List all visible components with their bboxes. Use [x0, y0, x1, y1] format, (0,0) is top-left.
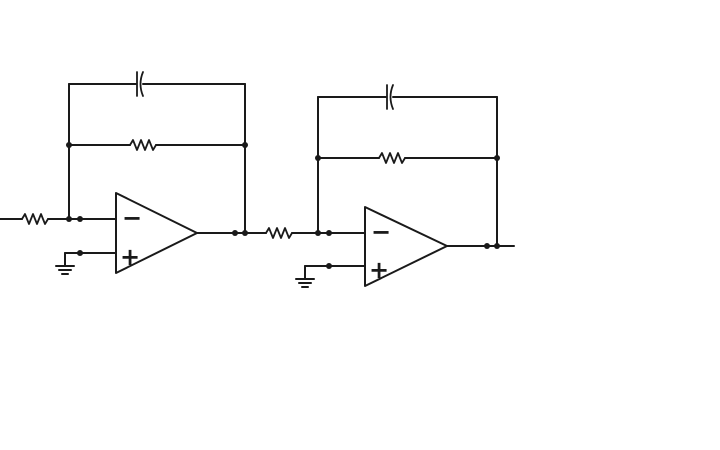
junction-dot [242, 142, 248, 148]
stage-2: − + [265, 84, 515, 288]
junction-dot [315, 155, 321, 161]
feedback-resistor-1 [129, 139, 157, 151]
junction-dot [494, 155, 500, 161]
junction-dot [326, 263, 332, 269]
feedback-capacitor-1 [136, 71, 144, 97]
junction-dot [77, 250, 83, 256]
op-amp-2 [364, 206, 448, 287]
junction-dot [242, 230, 248, 236]
junction-dot [326, 230, 332, 236]
noninverting-sign-2: + [369, 256, 389, 284]
inverting-sign-2: − [371, 218, 391, 246]
junction-dot [494, 243, 500, 249]
junction-dot [66, 142, 72, 148]
junction-dot [315, 230, 321, 236]
junction-dot [66, 216, 72, 222]
input-resistor-1 [21, 213, 49, 225]
feedback-resistor-2 [378, 152, 406, 164]
ground-symbol-1 [55, 265, 75, 275]
input-resistor-2 [265, 227, 293, 239]
inverting-sign-1: − [122, 204, 142, 232]
ground-symbol-2 [295, 278, 315, 288]
noninverting-sign-1: + [120, 243, 140, 271]
junction-dot [232, 230, 238, 236]
op-amp-1 [115, 192, 198, 274]
junction-dot [77, 216, 83, 222]
feedback-capacitor-2 [386, 84, 394, 110]
stage-1: − + [0, 71, 267, 275]
junction-dot [484, 243, 490, 249]
